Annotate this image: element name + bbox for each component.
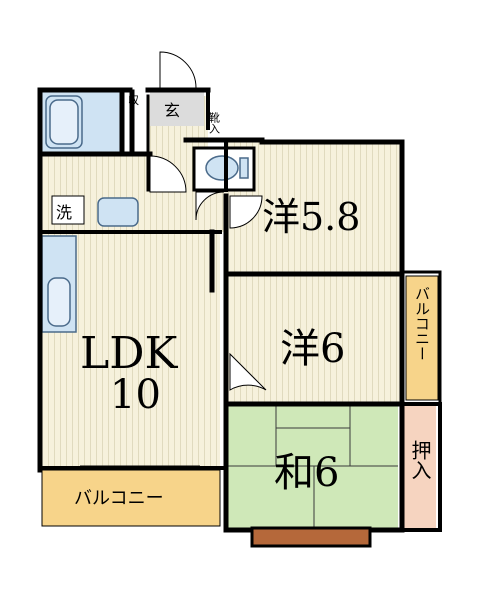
label-closet: 押入 (408, 440, 432, 480)
toilet-bowl (205, 155, 239, 181)
label-washer: 洗 (56, 203, 72, 222)
windows (80, 180, 405, 471)
entrance-floor (150, 92, 204, 126)
western-1-door (229, 195, 263, 229)
room-label-ldk-size: 10 (110, 372, 161, 418)
washbasin (97, 197, 139, 227)
closet-area (404, 404, 436, 528)
room-label-japanese: 和6 (274, 450, 339, 496)
fixtures (41, 95, 256, 333)
room-label-western-1: 洋5.8 (262, 195, 360, 239)
room-label-western-2: 洋6 (280, 326, 345, 372)
label-entrance: 玄 (164, 101, 180, 120)
western-2-door (229, 352, 267, 391)
balcony-bottom (41, 469, 221, 527)
doors (149, 51, 267, 391)
label-shoe-box: 靴入 (208, 111, 221, 134)
washer-pan (51, 195, 85, 225)
entrance-door (159, 51, 197, 89)
tatami-room (228, 404, 398, 528)
sink (47, 277, 71, 327)
toilet-tank (239, 157, 249, 179)
bathtub-inner (49, 99, 79, 145)
room-label-ldk: LDK (80, 328, 178, 379)
toilet-door (195, 191, 225, 221)
label-balcony-right: バルコニー (413, 286, 431, 361)
window-sill (250, 526, 372, 548)
hall-door (149, 155, 187, 193)
label-balcony-bottom: バルコニー (74, 488, 164, 509)
balcony-right (405, 275, 439, 401)
label-storage: 収 (128, 94, 139, 107)
